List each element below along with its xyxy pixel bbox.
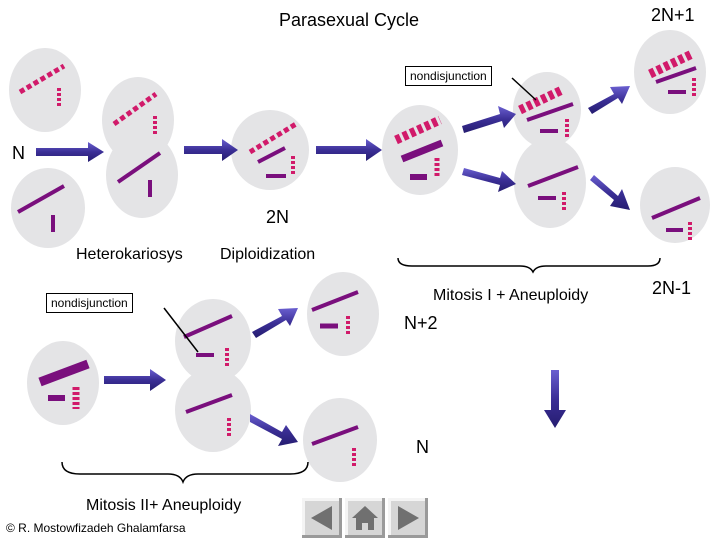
- arrow-diagonal-down: [250, 414, 298, 446]
- arrow-right: [104, 369, 166, 391]
- chromosome-dashed: [394, 115, 442, 145]
- home-button[interactable]: [345, 498, 385, 538]
- chromosome: [116, 151, 162, 184]
- label-mitosis-1: Mitosis I + Aneuploidy: [433, 287, 589, 304]
- callout-leader-top: [511, 77, 537, 101]
- label-heterokaryosis: Heterokariosys: [76, 246, 183, 263]
- home-icon: [352, 506, 378, 530]
- cell: [307, 272, 379, 356]
- chromosome: [526, 102, 574, 122]
- cell: [175, 368, 251, 452]
- chromosome-thick: [400, 139, 444, 163]
- next-slide-button[interactable]: [388, 498, 428, 538]
- cell: [231, 110, 309, 190]
- cell: [175, 299, 251, 383]
- chromosome-thick: [38, 359, 90, 387]
- arrow-right: [36, 142, 104, 162]
- callout-nondisjunction-left: nondisjunction: [46, 293, 133, 313]
- callout-leader-left: [163, 307, 199, 353]
- cell: [27, 341, 99, 425]
- arrow-right: [184, 139, 238, 161]
- chromosome: [527, 165, 579, 188]
- arrow-diagonal-up: [252, 308, 298, 338]
- label-diploidization: Diploidization: [220, 246, 316, 263]
- cell: [634, 30, 706, 114]
- chromosome: [257, 146, 286, 164]
- triangle-left-icon: [311, 506, 332, 530]
- chromosome: [311, 425, 359, 446]
- arrow-diagonal-up: [462, 106, 516, 133]
- chromosome: [185, 393, 233, 414]
- arrow-down: [544, 370, 566, 428]
- chromosome: [655, 66, 697, 84]
- cell: [640, 167, 710, 243]
- arrow-diagonal-down: [462, 168, 516, 192]
- cell: [106, 132, 178, 218]
- arrow-right: [316, 139, 382, 161]
- chromosome-dashed: [18, 63, 66, 95]
- callout-nondisjunction-top: nondisjunction: [405, 66, 492, 86]
- copyright: © R. Mostowfizadeh Ghalamfarsa: [6, 521, 186, 535]
- label-2n: 2N: [266, 207, 290, 227]
- arrow-diagonal-down: [590, 175, 630, 210]
- brace-mitosis-2: [61, 461, 309, 485]
- label-n-bottom: N: [416, 437, 429, 457]
- triangle-right-icon: [398, 506, 419, 530]
- cell: [513, 72, 581, 148]
- chromosome-dashed: [112, 91, 158, 127]
- diagram-title: Parasexual Cycle: [279, 10, 420, 30]
- label-mitosis-2: Mitosis II+ Aneuploidy: [86, 497, 242, 514]
- label-2n-minus-1: 2N-1: [652, 278, 692, 298]
- chromosome: [17, 184, 65, 214]
- chromosome-dashed: [248, 121, 298, 155]
- arrow-diagonal-up: [588, 86, 630, 114]
- cell: [303, 398, 377, 482]
- chromosome: [311, 290, 359, 312]
- chromosome: [183, 314, 233, 339]
- chromosome: [651, 196, 701, 220]
- brace-mitosis-1: [397, 257, 661, 274]
- prev-slide-button[interactable]: [302, 498, 342, 538]
- label-n-plus-2: N+2: [404, 313, 438, 333]
- cell: [11, 168, 85, 248]
- cell: [514, 138, 586, 228]
- label-n: N: [12, 143, 25, 163]
- label-2n-plus-1: 2N+1: [651, 5, 695, 25]
